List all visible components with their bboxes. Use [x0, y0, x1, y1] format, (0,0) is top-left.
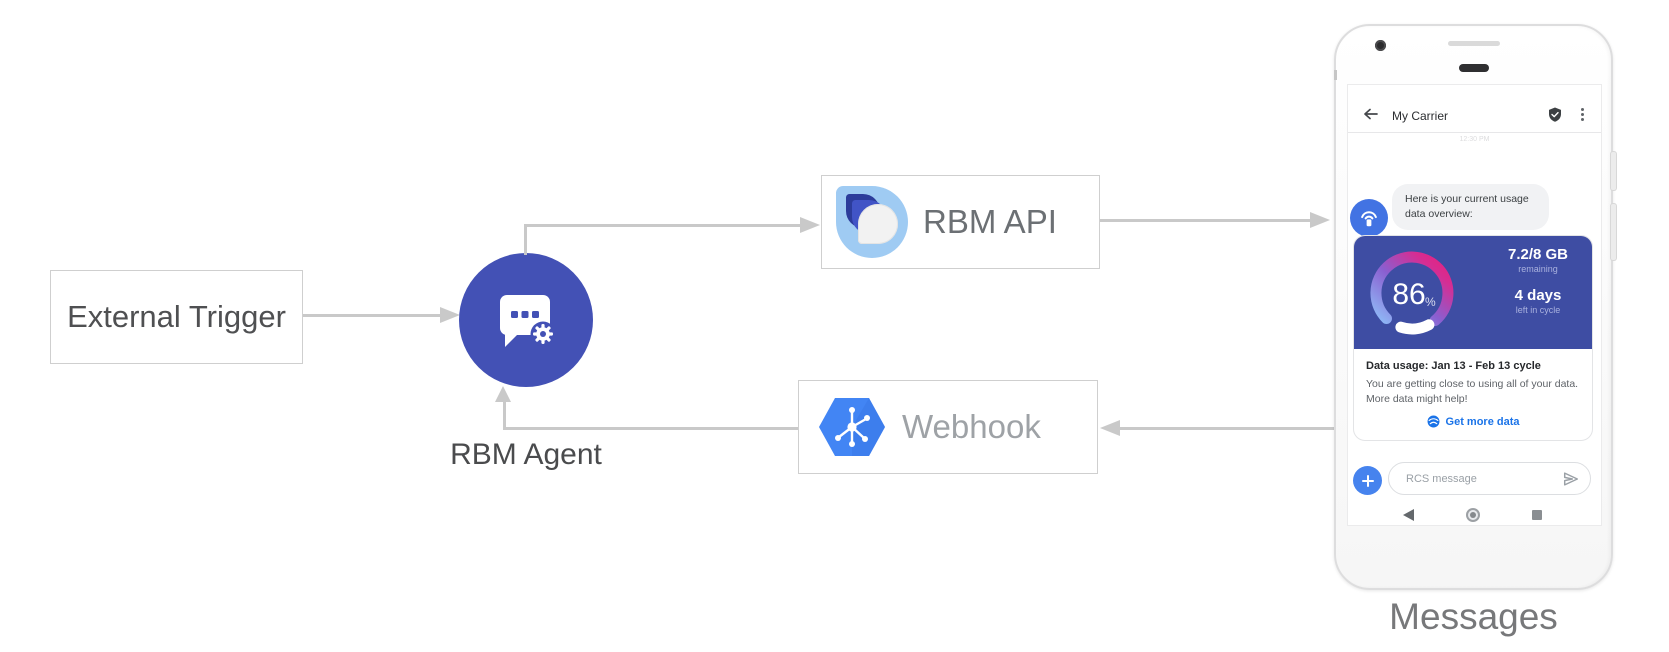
arrow-agent-to-api-head [800, 217, 820, 233]
usage-card-title: Data usage: Jan 13 - Feb 13 cycle [1366, 360, 1541, 372]
verified-shield-icon [1549, 107, 1561, 122]
phone-mockup: My Carrier 12:30 PM Here is your current… [1334, 24, 1616, 590]
usage-rich-card: 86 % 7.2/8 GB remaining 4 days left in c… [1353, 235, 1593, 441]
gauge-percent-unit: % [1425, 295, 1436, 309]
usage-card-body-line2: More data might help! [1366, 392, 1468, 405]
rbm-agent-node [459, 253, 593, 387]
agent-message-line1: Here is your current usage [1405, 193, 1529, 205]
compose-plus-button[interactable] [1353, 466, 1382, 495]
gauge-percent-value: 86 [1392, 278, 1425, 311]
external-trigger-node: External Trigger [50, 270, 303, 364]
rbm-api-label: RBM API [923, 203, 1057, 240]
conversation-header: My Carrier [1348, 85, 1601, 133]
back-arrow-icon[interactable] [1363, 108, 1378, 120]
arrow-agent-to-api-line [524, 224, 802, 227]
agent-avatar [1350, 199, 1388, 237]
cycle-value: 4 days [1514, 287, 1562, 304]
earpiece [1459, 64, 1489, 72]
messages-caption: Messages [1389, 596, 1558, 637]
arrow-webhook-to-agent-head [495, 386, 511, 402]
arrow-agent-to-api-vertical [524, 224, 527, 255]
agent-message-bubble: Here is your current usage data overview… [1392, 184, 1549, 230]
arrow-webhook-to-agent-vertical [503, 400, 506, 430]
webhook-node: Webhook [798, 380, 1098, 474]
phone-screen: My Carrier 12:30 PM Here is your current… [1347, 84, 1602, 526]
usage-card-media: 86 % 7.2/8 GB remaining 4 days left in c… [1354, 236, 1592, 349]
arrow-webhook-to-agent-line [503, 427, 798, 430]
gcp-hexagon-icon [819, 398, 885, 456]
antenna-beacon-icon [1361, 211, 1377, 227]
usage-card-body-line1: You are getting close to using all of yo… [1366, 378, 1579, 390]
send-icon[interactable] [1562, 470, 1580, 488]
android-recents-button[interactable] [1532, 510, 1542, 520]
chat-bubble-gear-icon [500, 295, 556, 347]
cycle-label: left in cycle [1515, 305, 1561, 315]
compose-bar [1388, 462, 1591, 495]
get-more-data-button[interactable]: Get more data [1366, 415, 1580, 428]
usage-stats: 7.2/8 GB remaining 4 days left in cycle [1487, 246, 1589, 315]
overflow-menu-icon[interactable] [1581, 108, 1584, 121]
rcs-message-input[interactable] [1406, 464, 1556, 493]
agent-message-line2: data overview: [1405, 208, 1473, 220]
front-camera [1375, 40, 1386, 51]
rbm-api-node: RBM API [821, 175, 1100, 269]
arrow-trigger-to-agent-head [440, 307, 460, 323]
remaining-label: remaining [1518, 264, 1558, 274]
plus-icon [1361, 474, 1374, 487]
conversation-title: My Carrier [1392, 109, 1448, 123]
arrow-api-to-phone-head [1310, 212, 1330, 228]
rbm-agent-label: RBM Agent [450, 438, 602, 471]
arrow-trigger-to-agent-line [303, 314, 443, 317]
rbm-api-logo-icon [836, 186, 908, 258]
webhook-label: Webhook [902, 408, 1041, 445]
speaker-slot [1448, 41, 1500, 46]
message-timestamp: 12:30 PM [1459, 136, 1490, 143]
arrow-phone-to-webhook-head [1100, 420, 1120, 436]
sim-tray [1334, 70, 1337, 80]
usage-card-info: Data usage: Jan 13 - Feb 13 cycle You ar… [1354, 349, 1592, 440]
get-more-data-label: Get more data [1445, 415, 1520, 428]
android-back-button[interactable] [1403, 509, 1414, 521]
remaining-value: 7.2/8 GB [1507, 246, 1569, 263]
data-usage-gauge: 86 % [1370, 251, 1454, 335]
android-home-button[interactable] [1466, 508, 1480, 522]
power-button[interactable] [1611, 152, 1616, 190]
external-trigger-label: External Trigger [67, 299, 286, 334]
arrow-api-to-phone-line [1100, 219, 1312, 222]
volume-button[interactable] [1611, 204, 1616, 260]
arrow-phone-to-webhook-line [1118, 427, 1334, 430]
globe-icon [1427, 415, 1439, 428]
